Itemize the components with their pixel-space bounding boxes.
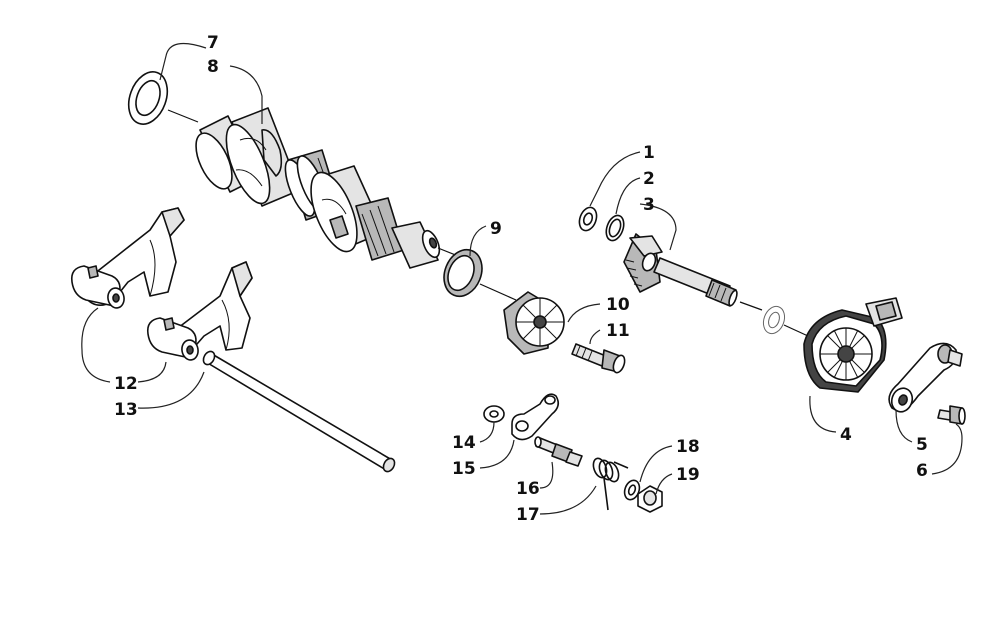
callout-5: 5 <box>916 435 928 455</box>
callout-14: 14 <box>452 433 476 453</box>
bearing <box>762 305 809 337</box>
callout-17: 17 <box>516 505 540 525</box>
part-15-stopper-arm <box>511 393 560 441</box>
callout-8: 8 <box>207 57 219 77</box>
part-18-washer <box>623 479 641 501</box>
callout-2: 2 <box>643 169 655 189</box>
part-16-pin-bolt <box>534 436 583 467</box>
callout-18: 18 <box>676 437 700 457</box>
part-7-washer <box>127 71 199 125</box>
part-5-lever-arm <box>888 342 963 413</box>
callout-7: 7 <box>207 33 219 53</box>
part-19-nut <box>637 485 663 513</box>
part-17-spring <box>592 457 629 511</box>
callout-11: 11 <box>606 321 630 341</box>
callout-6: 6 <box>916 461 928 481</box>
part-12-shift-fork-lower <box>146 261 253 361</box>
part-10-cam-gear <box>503 291 565 355</box>
part-2-snap-ring <box>605 214 625 242</box>
part-4-sensor-housing <box>803 297 903 393</box>
part-14-washer <box>483 405 505 423</box>
callout-1: 1 <box>643 143 655 163</box>
part-1-washer <box>578 206 598 232</box>
callout-labels: 7 8 1 2 3 9 10 11 12 13 4 5 6 14 15 16 1… <box>114 33 928 525</box>
part-3-shift-shaft <box>623 233 763 311</box>
part-9-seal <box>443 248 517 301</box>
leader-lines <box>81 42 963 515</box>
part-13-fork-shaft <box>202 350 396 473</box>
callout-19: 19 <box>676 465 700 485</box>
callout-16: 16 <box>516 479 540 499</box>
part-8-shift-drum <box>195 107 459 269</box>
part-12-shift-fork-upper <box>70 207 185 309</box>
callout-13: 13 <box>114 400 138 420</box>
callout-12: 12 <box>114 374 138 394</box>
callout-10: 10 <box>606 295 630 315</box>
part-11-bolt <box>571 343 626 374</box>
callout-4: 4 <box>840 425 852 445</box>
callout-9: 9 <box>490 219 502 239</box>
callout-3: 3 <box>643 195 655 215</box>
callout-15: 15 <box>452 459 476 479</box>
part-6-bolt <box>937 405 966 425</box>
